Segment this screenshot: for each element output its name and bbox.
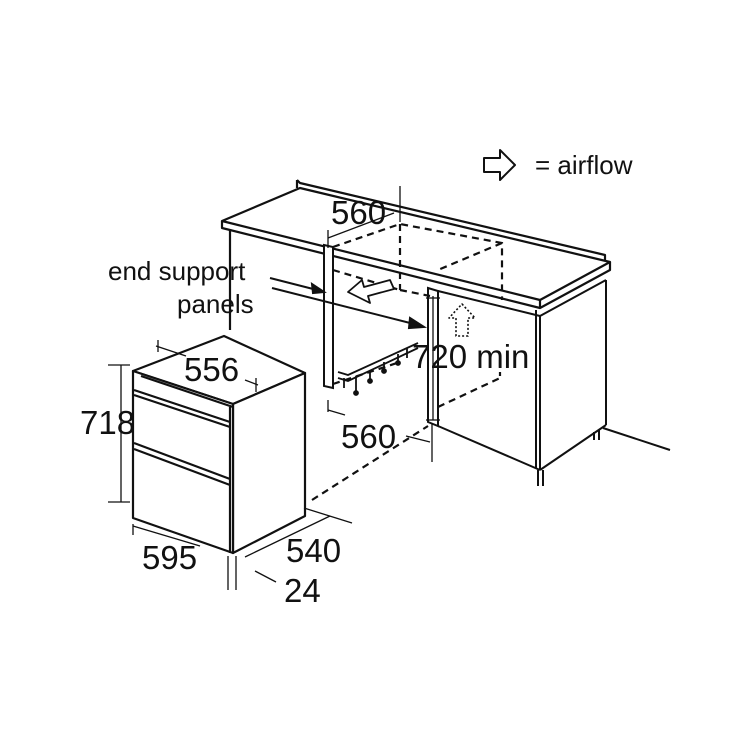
niche-outline — [311, 222, 504, 501]
callout-end-support-line2: panels — [177, 289, 254, 319]
cabinet-worktop — [220, 179, 612, 330]
airflow-arrow-up — [448, 303, 476, 337]
dim-appliance-width: 595 — [142, 539, 197, 576]
end-support-panel-left — [323, 243, 334, 390]
mounting-screws — [337, 342, 419, 396]
hollow-arrow-right-icon — [483, 149, 516, 181]
dimension-lines — [108, 186, 440, 590]
callout-leaders — [269, 277, 428, 330]
legend-text: = airflow — [535, 150, 633, 180]
oven-appliance — [131, 334, 307, 555]
dim-appliance-height: 718 — [80, 404, 135, 441]
airflow-arrow-out — [347, 279, 395, 304]
dim-appliance-depth: 540 — [286, 532, 341, 569]
callout-end-support-line1: end support — [108, 256, 246, 286]
dim-appliance-top-width: 556 — [184, 351, 239, 388]
dim-niche-width-top: 560 — [331, 194, 386, 231]
dim-niche-height: 720 min — [412, 338, 529, 375]
dim-niche-width-bottom: 560 — [341, 418, 396, 455]
dim-door-thickness: 24 — [284, 572, 321, 609]
